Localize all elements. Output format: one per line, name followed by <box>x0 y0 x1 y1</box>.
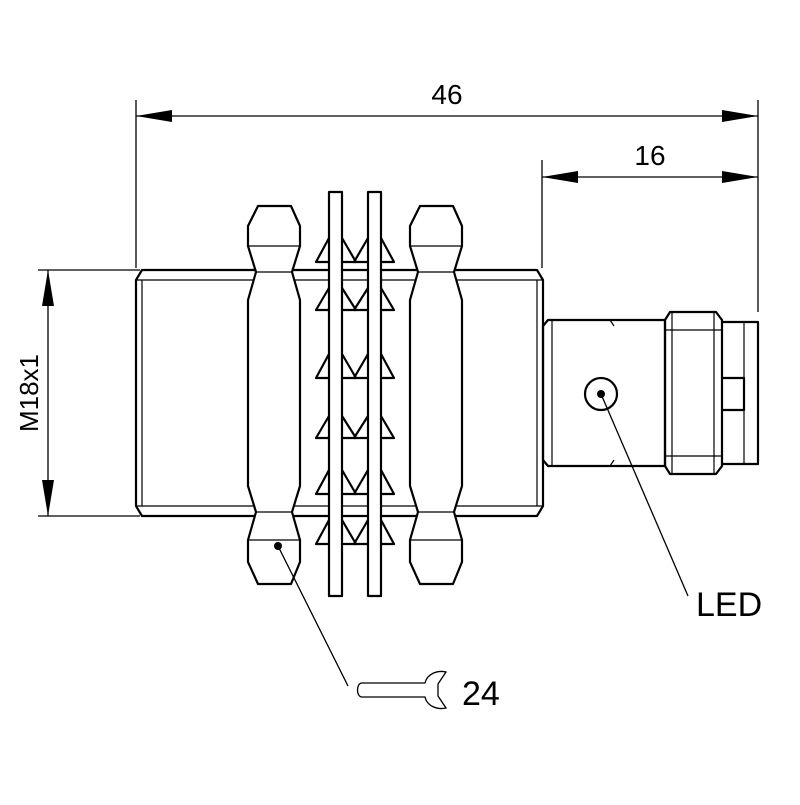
lock-nut-right <box>408 204 464 586</box>
connector-length-label: 16 <box>634 140 665 171</box>
connector-neck <box>541 318 667 468</box>
led-callout: LED <box>600 393 762 624</box>
wrench-size-label: 24 <box>462 675 500 713</box>
connector-coupling <box>663 310 760 476</box>
lock-washers <box>314 190 396 598</box>
dimension-overall-length: 46 <box>135 79 759 312</box>
overall-length-label: 46 <box>431 79 462 110</box>
led-indicator <box>583 376 619 412</box>
lock-nut-left <box>246 204 302 586</box>
thread-label: M18x1 <box>14 354 44 432</box>
wrench-icon <box>356 670 448 710</box>
wrench-callout: 24 <box>277 545 500 713</box>
led-label: LED <box>696 586 762 624</box>
dimension-connector-length: 16 <box>541 140 758 268</box>
dimension-thread: M18x1 <box>14 269 140 517</box>
